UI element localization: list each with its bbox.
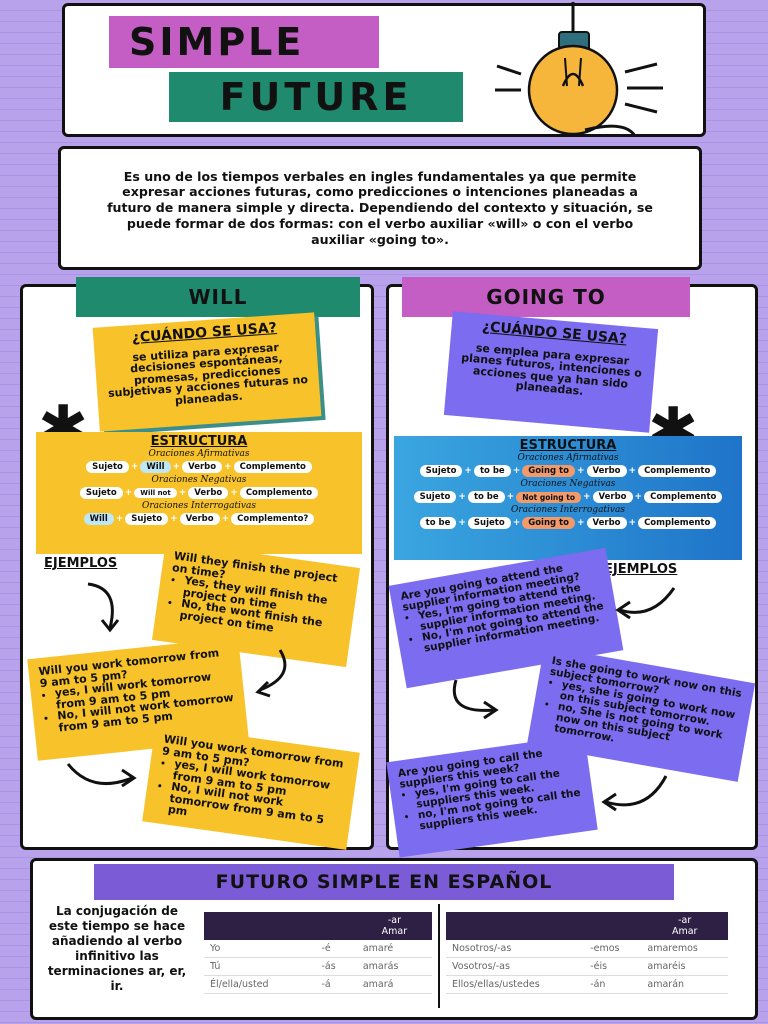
going-int-label: Oraciones Interrogativas xyxy=(511,505,625,515)
going-int-chip: Complemento xyxy=(638,517,717,529)
going-neg-row: Sujeto+ to be+ Not going to+ Verbo+ Comp… xyxy=(398,491,738,503)
going-aff-chip: to be xyxy=(473,465,511,477)
conjugated-verb: amaré xyxy=(356,940,432,958)
conjugated-verb: amarás xyxy=(356,957,432,976)
will-examples-label: EJEMPLOS xyxy=(44,556,118,571)
ending: -á xyxy=(315,975,357,994)
pronoun: Tú xyxy=(204,957,316,976)
title-line2: FUTURE xyxy=(169,72,463,122)
going-aff-chip: Sujeto xyxy=(419,465,463,477)
going-aff-chip: Verbo xyxy=(586,465,627,477)
will-int-chip: Sujeto xyxy=(125,513,169,525)
going-aff-chip: Complemento xyxy=(638,465,717,477)
arrow-icon xyxy=(615,587,676,620)
arrow-icon xyxy=(87,582,120,633)
will-int-chip: Will xyxy=(83,513,114,525)
going-int-chip: Verbo xyxy=(586,517,627,529)
will-structure-title: ESTRUCTURA xyxy=(150,434,248,449)
intro-text: Es uno de los tiempos verbales en ingles… xyxy=(107,168,653,247)
ending: -án xyxy=(584,975,642,994)
will-int-chip: Verbo xyxy=(179,513,220,525)
going-int-chip: to be xyxy=(419,517,457,529)
will-neg-chip: Complemento xyxy=(239,487,319,499)
will-aff-chip: Complemento xyxy=(233,461,312,473)
will-when-note: ¿CUÁNDO SE USA? se utiliza para expresar… xyxy=(92,312,322,432)
will-aff-label: Oraciones Afirmativas xyxy=(148,449,250,459)
spanish-title: FUTURO SIMPLE EN ESPAÑOL xyxy=(94,864,674,900)
will-structure: ESTRUCTURA Oraciones Afirmativas Sujeto+… xyxy=(36,432,362,554)
will-neg-chip: Will not xyxy=(134,488,177,498)
will-neg-chip: Sujeto xyxy=(79,487,123,499)
going-aff-label: Oraciones Afirmativas xyxy=(517,453,619,463)
going-aff-chip: Going to xyxy=(522,465,575,477)
going-examples-label: EJEMPLOS xyxy=(604,562,678,577)
will-aff-chip: Verbo xyxy=(182,461,223,473)
going-int-row: to be+ Sujeto+ Going to+ Verbo+ Compleme… xyxy=(398,517,738,529)
will-aff-row: Sujeto+ Will+ Verbo+ Complemento xyxy=(40,461,358,473)
pronoun: Él/ella/usted xyxy=(204,975,316,994)
title-card: SIMPLE FUTURE xyxy=(62,2,706,137)
going-structure-title: ESTRUCTURA xyxy=(519,438,617,453)
arrow-icon xyxy=(452,679,499,720)
conjugated-verb: amaremos xyxy=(641,940,728,958)
going-aff-row: Sujeto+ to be+ Going to+ Verbo+ Compleme… xyxy=(398,465,738,477)
going-neg-chip: Verbo xyxy=(592,491,633,503)
arrow-icon xyxy=(66,763,137,788)
arrow-icon xyxy=(601,775,668,812)
will-aff-chip: Will xyxy=(140,461,171,473)
conjugated-verb: amaréis xyxy=(641,957,728,976)
conjugated-verb: amará xyxy=(356,975,432,994)
will-header: WILL xyxy=(76,277,360,317)
pronoun: Yo xyxy=(204,940,316,958)
ending: -emos xyxy=(584,940,642,958)
will-when-text: se utiliza para expresar decisiones espo… xyxy=(107,340,309,408)
will-neg-row: Sujeto+ Will not+ Verbo+ Complemento xyxy=(40,487,358,499)
going-neg-label: Oraciones Negativas xyxy=(520,479,616,489)
light-bulb-icon xyxy=(495,2,663,137)
pronoun: Nosotros/-as xyxy=(446,940,585,958)
going-when-note: ¿CUÁNDO SE USA? se emplea para expresar … xyxy=(443,311,659,433)
title-line1: SIMPLE xyxy=(109,16,379,68)
arrow-icon xyxy=(255,649,287,698)
will-int-label: Oraciones Interrogativas xyxy=(142,501,256,511)
will-int-row: Will+ Sujeto+ Verbo+ Complemento? xyxy=(40,513,358,525)
going-neg-chip: Sujeto xyxy=(413,491,457,503)
going-int-chip: Going to xyxy=(522,517,575,529)
will-neg-label: Oraciones Negativas xyxy=(151,475,247,485)
going-neg-chip: Complemento xyxy=(644,491,723,503)
ending: -ás xyxy=(315,957,357,976)
spanish-text: La conjugación de este tiempo se hace añ… xyxy=(47,904,187,993)
going-structure: ESTRUCTURA Oraciones Afirmativas Sujeto+… xyxy=(394,436,742,560)
table-ending: -ar xyxy=(387,915,401,926)
going-int-chip: Sujeto xyxy=(467,517,511,529)
will-neg-chip: Verbo xyxy=(188,487,229,499)
going-neg-chip: to be xyxy=(467,491,505,503)
table-divider xyxy=(438,904,440,1008)
table-verb: Amar xyxy=(671,926,698,937)
going-when-text: se emplea para expresar planes futuros, … xyxy=(460,341,643,399)
will-aff-chip: Sujeto xyxy=(86,461,129,473)
will-int-chip: Complemento? xyxy=(231,513,315,525)
table-ending: -ar xyxy=(678,915,692,926)
pronoun: Vosotros/-as xyxy=(446,957,585,976)
ending: -é xyxy=(315,940,357,958)
conjugated-verb: amarán xyxy=(641,975,728,994)
intro-card: Es uno de los tiempos verbales en ingles… xyxy=(58,146,702,270)
ending: -éis xyxy=(584,957,642,976)
going-header: GOING TO xyxy=(402,277,690,317)
pronoun: Ellos/ellas/ustedes xyxy=(446,975,585,994)
table-verb: Amar xyxy=(381,926,408,937)
going-neg-chip: Not going to xyxy=(516,491,581,503)
